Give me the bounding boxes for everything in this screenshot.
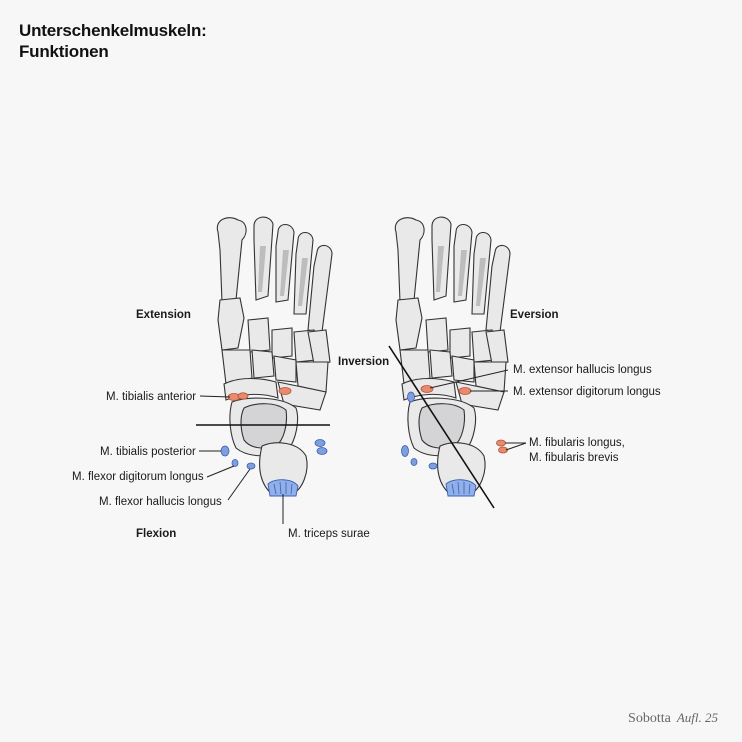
right-flexor-digitorum-marker xyxy=(410,458,418,466)
footer-brand: Sobotta xyxy=(628,711,671,726)
right-triceps-surae-striations xyxy=(451,481,471,495)
extensor-hallucis-leader xyxy=(429,369,509,389)
extensor-digitorum-longus-marker xyxy=(458,387,472,395)
right-flexor-hallucis-marker xyxy=(428,462,438,470)
right-foot-skeleton xyxy=(394,216,511,495)
left-foot-skeleton xyxy=(216,216,333,495)
fibularis-marker-1 xyxy=(496,439,506,447)
tibialis-posterior-label: M. tibialis posterior xyxy=(100,446,196,458)
tibialis-posterior-marker xyxy=(220,445,230,457)
right-tibialis-posterior-marker xyxy=(401,445,409,457)
flexor-hallucis-longus-marker xyxy=(246,462,256,470)
triceps-surae-label: M. triceps surae xyxy=(288,528,370,540)
right-triceps-surae-marker xyxy=(445,479,477,497)
extension-label: Extension xyxy=(136,309,191,321)
fibularis-marker-left-2 xyxy=(316,447,328,455)
flexion-label: Flexion xyxy=(136,528,176,540)
flexor-digitorum-leader xyxy=(206,465,235,478)
fibularis-label-line-2: M. fibularis brevis xyxy=(529,452,619,464)
extensor-digitorum-longus-label: M. extensor digitorum longus xyxy=(513,386,661,398)
triceps-surae-marker xyxy=(267,479,299,497)
flexor-hallucis-leader xyxy=(227,468,251,501)
inversion-label: Inversion xyxy=(338,356,389,368)
source-credit: Sobotta Aufl. 25 xyxy=(628,709,718,727)
fibularis-leader xyxy=(505,442,527,451)
extensor-hallucis-longus-marker xyxy=(420,385,434,393)
flexor-hallucis-longus-label: M. flexor hallucis longus xyxy=(99,496,222,508)
extensor-digitorum-marker-left xyxy=(278,387,292,395)
right-tibialis-anterior-marker xyxy=(407,391,415,403)
fibularis-marker-left-1 xyxy=(314,439,326,447)
right-joint-axis xyxy=(388,345,495,509)
flexor-digitorum-longus-label: M. flexor digitorum longus xyxy=(72,471,204,483)
extensor-hallucis-longus-label: M. extensor hallucis longus xyxy=(513,364,652,376)
title-line-1: Unterschenkelmuskeln: xyxy=(19,21,207,40)
triceps-surae-striations xyxy=(273,481,293,495)
flexor-digitorum-longus-marker xyxy=(231,459,239,467)
footer-edition: Aufl. 25 xyxy=(676,710,718,725)
page-title: Unterschenkelmuskeln: Funktionen xyxy=(19,20,207,62)
title-line-2: Funktionen xyxy=(19,42,109,61)
eversion-label: Eversion xyxy=(510,309,559,321)
fibularis-label-line-1: M. fibularis longus, xyxy=(529,437,625,449)
tibialis-anterior-label: M. tibialis anterior xyxy=(106,391,196,403)
tibialis-anterior-leader xyxy=(199,395,231,398)
tibialis-anterior-marker-2 xyxy=(237,392,249,400)
